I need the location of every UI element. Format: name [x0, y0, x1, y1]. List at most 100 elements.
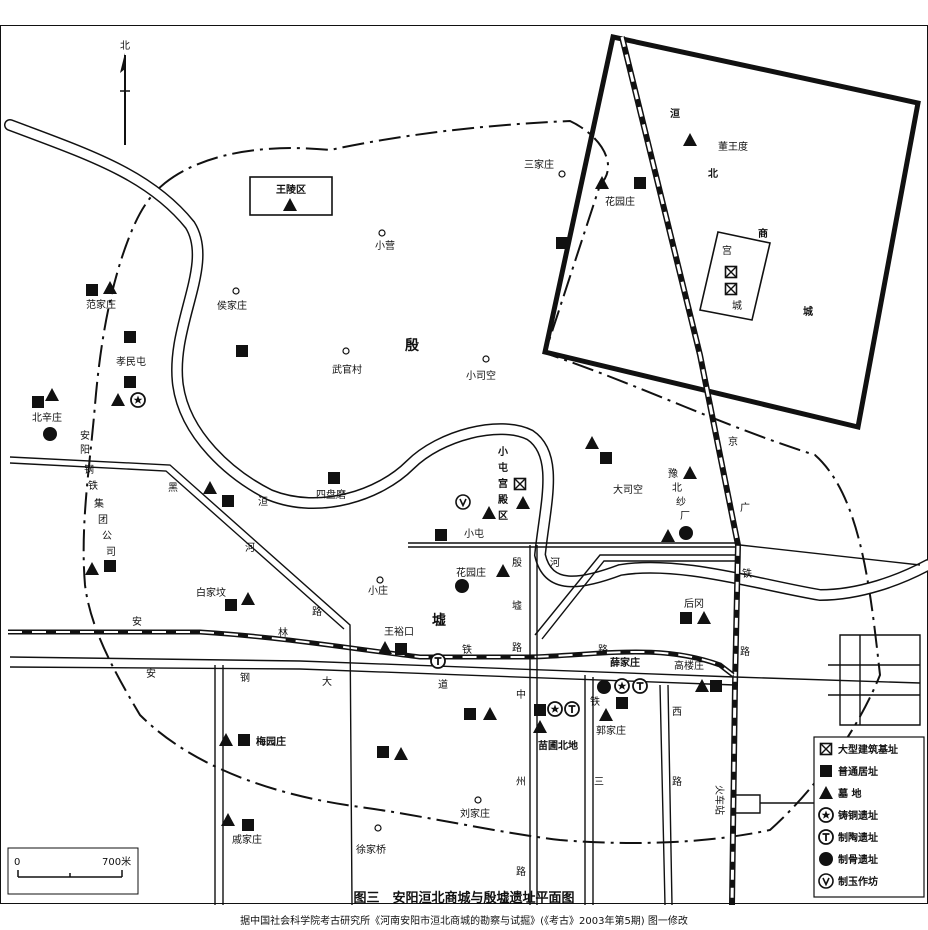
road-char: 河: [550, 557, 560, 569]
site-small: [474, 796, 482, 804]
xiaotun-gong-char: 宫: [498, 477, 508, 490]
site-sq: [104, 560, 116, 572]
xiaotun-gong-char: 屯: [498, 461, 508, 474]
xiaotun-gong-char: 小: [497, 445, 508, 458]
legend-label: 铸铜遗址: [838, 809, 878, 822]
legend-label: 大型建筑基址: [838, 743, 898, 756]
north-arrow: 北: [120, 40, 130, 145]
road-char: 黑: [168, 482, 178, 494]
site-sq: [236, 345, 248, 357]
road-char: 钢: [84, 463, 94, 476]
road-char: 三: [594, 777, 604, 788]
place-label: 四盘磨: [316, 488, 346, 501]
place-label: 小庄: [368, 584, 388, 597]
place-label: 苗圃北地: [538, 739, 578, 752]
road-char: 团: [98, 514, 108, 526]
figure-caption-source: 据中国社会科学院考古研究所《河南安阳市洹北商城的勘察与试掘》(《考古》2003年…: [240, 916, 688, 927]
road-char: 道: [438, 678, 448, 691]
site-sq: [464, 708, 476, 720]
site-sq: [600, 452, 612, 464]
site-sq: [222, 495, 234, 507]
scale-bar: 0 700米: [7, 847, 139, 895]
site-sq: [710, 680, 722, 692]
road-char: 路: [740, 645, 750, 658]
place-label: 侯家庄: [217, 299, 247, 312]
road-char: 安: [132, 615, 142, 628]
site-star: [130, 392, 146, 408]
site-small: [232, 287, 240, 295]
place-label: 白家坟: [196, 586, 226, 599]
road-char: 路: [312, 605, 322, 618]
site-sq: [634, 177, 646, 189]
road-char: 河: [245, 542, 255, 554]
site-small: [378, 229, 386, 237]
site-sq: [238, 734, 250, 746]
site-t: [632, 678, 648, 694]
legend-label: 制玉作坊: [838, 875, 878, 888]
place-label: 花园庄: [456, 566, 486, 579]
road-char: 西: [672, 707, 682, 718]
legend-label: 制陶遗址: [838, 831, 878, 844]
place-label: 小营: [375, 239, 395, 252]
site-small: [376, 576, 384, 584]
huanbei-label: 洹: [670, 107, 680, 120]
site-t: [564, 701, 580, 717]
place-label: 戚家庄: [232, 833, 262, 846]
road-char: 铁: [462, 643, 472, 656]
figure-caption-title: 图三 安阳洹北商城与殷墟遗址平面图: [353, 891, 575, 906]
place-label: 郭家庄: [596, 724, 626, 737]
place-labels: 董王度 三家庄 花园庄 小营 侯家庄 范家庄 孝民屯 武官村 小司空 北辛庄 四…: [32, 140, 748, 856]
road-char: 路: [598, 643, 608, 656]
legend-label: 普通居址: [838, 765, 878, 778]
wangling-box: 王陵区: [249, 176, 333, 216]
site-sq: [242, 819, 254, 831]
north-label: 北: [120, 40, 130, 52]
site-dot: [455, 579, 469, 593]
place-label: 小司空: [466, 369, 496, 382]
road-char: 路: [672, 775, 682, 788]
road-char: 豫: [668, 467, 678, 480]
xiaotun-gong-char: 殿: [497, 494, 509, 506]
huanbei-label: 城: [803, 305, 813, 318]
road-char: 林: [278, 626, 288, 639]
place-label: 后冈: [684, 598, 704, 610]
site-dot: [679, 526, 693, 540]
road-char: 大: [322, 675, 332, 688]
site-sq: [556, 237, 568, 249]
xu-label: 墟: [432, 612, 446, 629]
road-char: 集: [94, 497, 104, 510]
place-label: 薛家庄: [610, 656, 640, 669]
road-char: 铁: [742, 567, 752, 580]
place-label: 刘家庄: [460, 807, 490, 820]
site-small: [558, 170, 566, 178]
scale-zero: 0: [14, 857, 20, 868]
yinxu-boundary: [82, 119, 882, 844]
site-star: [614, 678, 630, 694]
site-box: [513, 477, 527, 491]
site-sq: [124, 376, 136, 388]
road-char: 厂: [680, 511, 690, 522]
place-label: 小屯: [464, 527, 484, 540]
road-char: 墟: [512, 599, 522, 612]
site-sq: [680, 612, 692, 624]
site-sq: [616, 697, 628, 709]
site-sq: [32, 396, 44, 408]
huanbei-label: 北: [708, 167, 718, 180]
site-star: [547, 701, 563, 717]
place-label: 范家庄: [86, 298, 116, 311]
gong-label: 城: [732, 300, 742, 312]
place-label: 董王度: [718, 140, 748, 153]
legend-label: 墓 地: [837, 787, 861, 800]
huanbei-label: 商: [758, 227, 768, 240]
road-char: 殷: [512, 557, 522, 569]
site-small: [342, 347, 350, 355]
site-v: [455, 494, 471, 510]
road-char: 路: [516, 865, 526, 878]
site-dot: [43, 427, 57, 441]
road-char: 中: [516, 688, 526, 701]
site-sq: [124, 331, 136, 343]
road-char: 广: [740, 502, 750, 514]
place-label: 高楼庄: [674, 659, 704, 672]
road-char: 安: [80, 429, 90, 442]
